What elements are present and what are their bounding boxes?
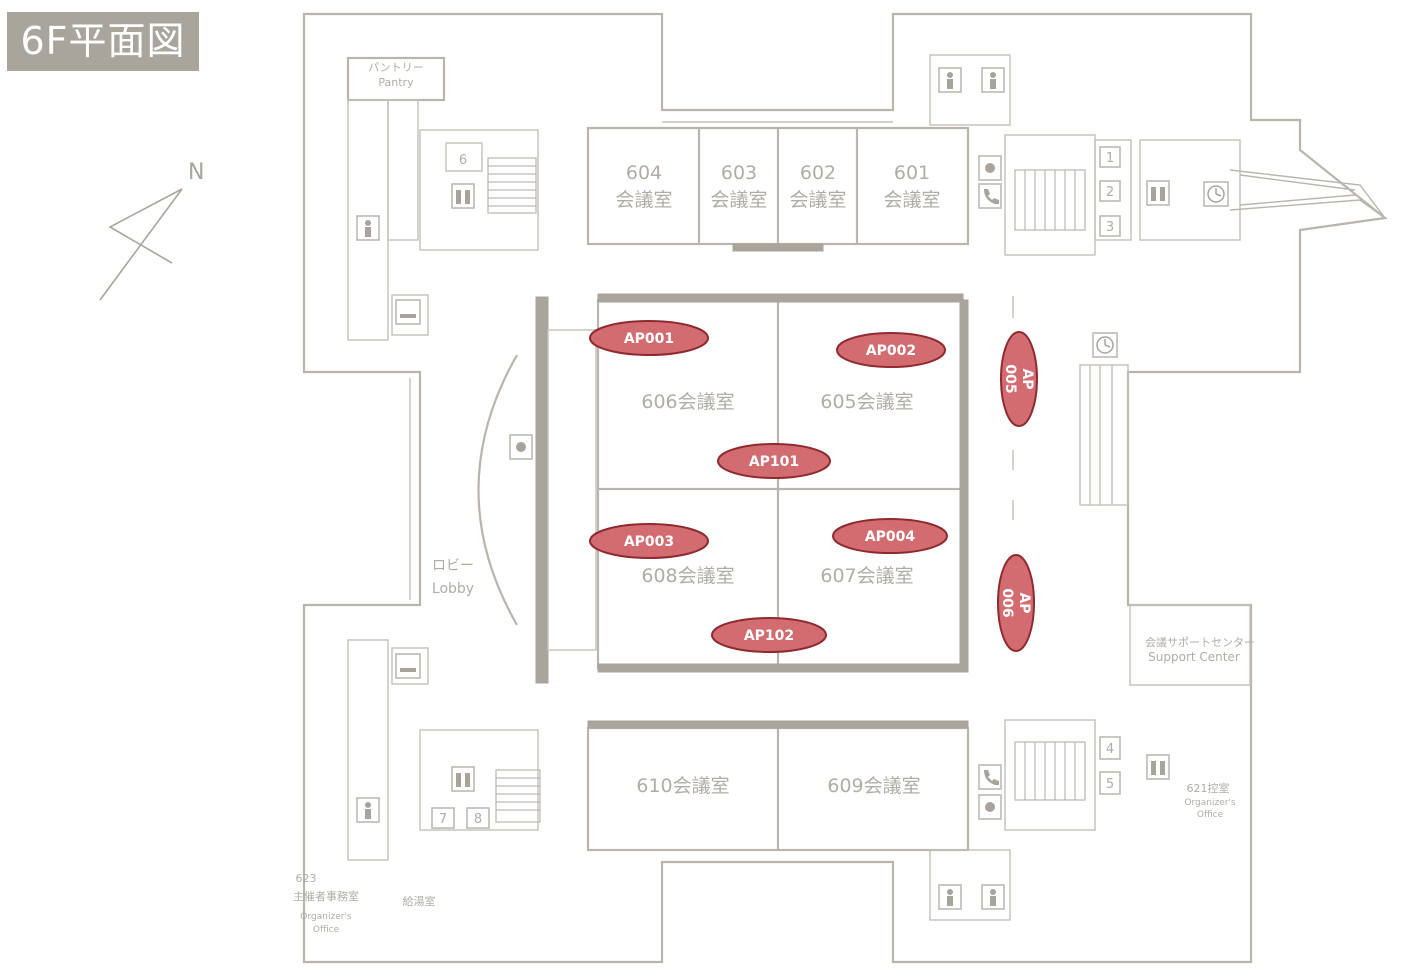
access-point-ap002[interactable]: AP002: [836, 332, 946, 368]
office-623-label-en2: Office: [313, 925, 340, 935]
room-608-label: 608会議室: [641, 565, 734, 587]
clock-icon: [1203, 181, 1229, 207]
room-602-number: 602: [800, 162, 836, 184]
room-604-number: 604: [626, 162, 662, 184]
telephone-icon: [978, 764, 1002, 790]
telephone-icon: [978, 183, 1002, 209]
office-623-label-ja: 主催者事務室: [293, 889, 359, 903]
north-label: N: [188, 160, 205, 185]
escalator-icon: [1229, 169, 1386, 219]
office-621-label-ja: 621控室: [1187, 781, 1230, 795]
pantry-label-en: Pantry: [378, 76, 414, 89]
elevator-icon: [1146, 180, 1170, 206]
se-wing: [929, 719, 1096, 921]
access-point-ap102[interactable]: AP102: [711, 617, 827, 653]
ap102-label: AP102: [744, 628, 794, 644]
ap002-label: AP002: [866, 343, 916, 359]
elevator-icon: [1146, 754, 1170, 780]
elevator-icon: [451, 766, 475, 792]
lobby-label-ja: ロビー: [432, 558, 474, 574]
wheelchair-icon: [509, 434, 533, 460]
ap006-label-line1: AP: [1016, 592, 1032, 613]
elevator-icon: [451, 183, 475, 209]
elevator-5-label: 5: [1106, 777, 1114, 792]
access-point-ap101[interactable]: AP101: [717, 443, 831, 479]
kyutoshitsu-label: 給湯室: [403, 894, 436, 908]
office-621-label-en1: Organizer's: [1184, 798, 1235, 808]
elevator-8-label: 8: [474, 812, 482, 827]
access-point-ap003[interactable]: AP003: [589, 523, 709, 559]
pantry-label-ja: パントリー: [368, 61, 424, 74]
elevator-4-label: 4: [1106, 742, 1114, 757]
compass-icon: [99, 188, 183, 301]
room-610-label: 610会議室: [636, 775, 729, 797]
access-point-ap004[interactable]: AP004: [832, 518, 948, 554]
room-601-number: 601: [894, 162, 930, 184]
toilet-icon: [981, 67, 1005, 93]
stairs-icon: [487, 157, 537, 214]
room-605-label: 605会議室: [820, 391, 913, 413]
elevator-7-label: 7: [439, 812, 447, 827]
elevator-6-label: 6: [459, 153, 467, 168]
east-corridor: [1012, 296, 1251, 686]
toilet-icon: [938, 884, 962, 910]
room-609-label: 609会議室: [827, 775, 920, 797]
smoking-area-icon: [395, 299, 421, 325]
room-602-name: 会議室: [789, 189, 846, 211]
nw-wing: [346, 56, 539, 341]
ap005-label-line1: AP: [1019, 368, 1035, 389]
access-point-ap001[interactable]: AP001: [589, 320, 709, 356]
ap004-label: AP004: [865, 529, 916, 545]
toilet-icon: [356, 797, 380, 823]
ap006-label-line2: 006: [999, 588, 1015, 617]
elevator-2-label: 2: [1106, 185, 1114, 200]
ap003-label: AP003: [624, 534, 674, 550]
ap101-label: AP101: [749, 454, 799, 470]
sw-wing: [347, 639, 539, 861]
access-point-ap005[interactable]: AP 005: [1000, 331, 1038, 427]
elevator-3-label: 3: [1106, 220, 1114, 235]
office-621-label-en2: Office: [1197, 810, 1224, 820]
top-room-block: [586, 126, 970, 252]
room-601-name: 会議室: [883, 189, 940, 211]
smoking-area-icon: [395, 653, 421, 679]
wheelchair-icon: [978, 794, 1002, 820]
lobby-label-en: Lobby: [432, 581, 474, 597]
room-603-name: 会議室: [710, 189, 767, 211]
toilet-icon: [981, 884, 1005, 910]
support-center-label-ja: 会議サポートセンター: [1145, 635, 1255, 649]
wheelchair-icon: [978, 155, 1002, 181]
room-604-name: 会議室: [615, 189, 672, 211]
support-center-label-en: Support Center: [1148, 650, 1240, 664]
ap005-label-line2: 005: [1002, 364, 1018, 393]
lobby-curve: [477, 354, 518, 626]
ne-wing: [929, 54, 1241, 256]
office-623-label-en1: Organizer's: [300, 912, 351, 922]
stairs-icon: [1014, 741, 1086, 801]
room-607-label: 607会議室: [820, 565, 913, 587]
room-603-number: 603: [721, 162, 757, 184]
clock-icon: [1092, 332, 1118, 358]
room-606-label: 606会議室: [641, 391, 734, 413]
ap001-label: AP001: [624, 331, 674, 347]
elevator-1-label: 1: [1106, 151, 1114, 166]
toilet-icon: [356, 215, 380, 241]
stairs-icon: [495, 769, 541, 823]
toilet-icon: [938, 67, 962, 93]
access-point-ap006[interactable]: AP 006: [997, 554, 1035, 652]
floor-title: 6F平面図: [7, 12, 199, 71]
central-room-block: [535, 293, 969, 684]
office-623-number: 623: [296, 872, 317, 885]
stairs-icon: [1014, 169, 1086, 231]
bottom-room-block: [586, 720, 970, 852]
